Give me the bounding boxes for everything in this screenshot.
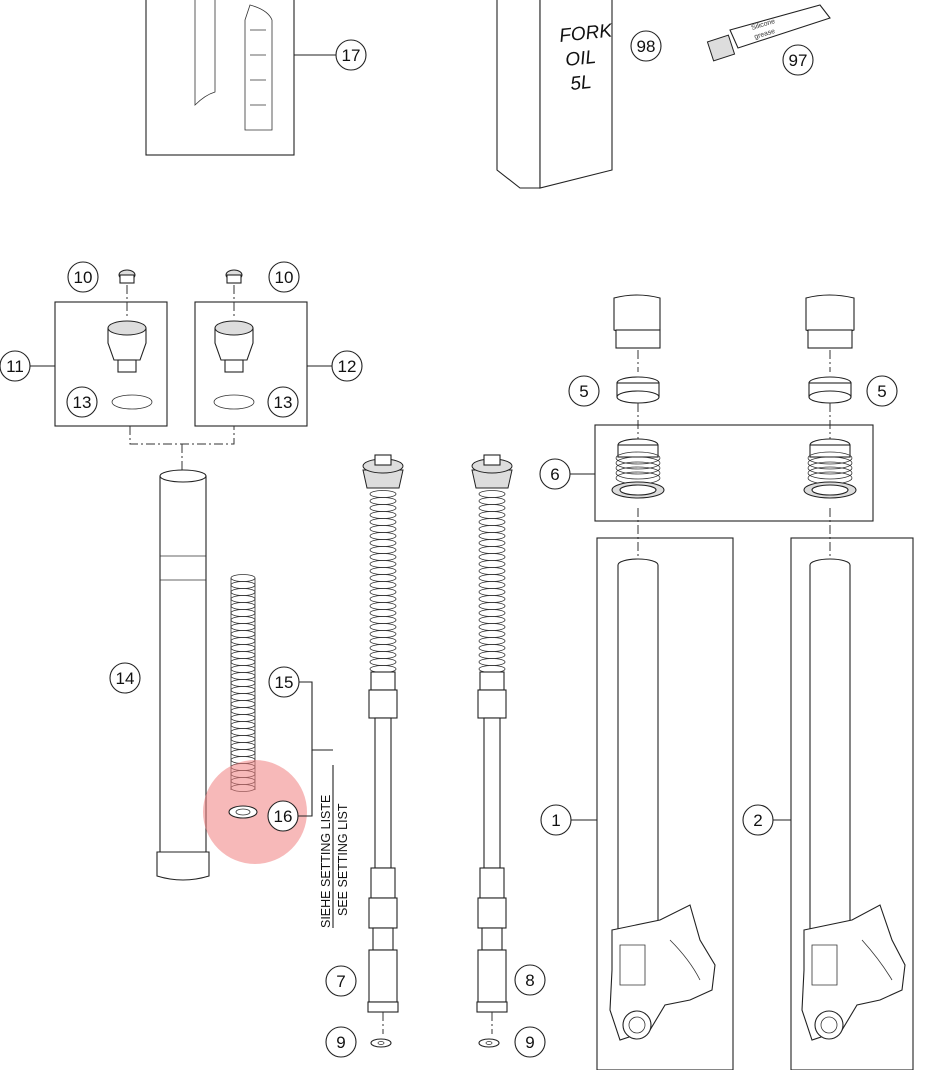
callout-17: 17: [335, 39, 367, 71]
svg-text:15: 15: [275, 673, 294, 692]
svg-text:12: 12: [338, 357, 357, 376]
svg-text:5: 5: [877, 382, 886, 401]
callout-13-right: 13: [267, 386, 299, 418]
callout-5-right: 5: [866, 375, 898, 407]
washer-part-9-left: [370, 1038, 392, 1048]
callout-97: 97: [782, 44, 814, 76]
svg-text:97: 97: [789, 51, 808, 70]
callout-2: 2: [742, 804, 774, 836]
svg-text:OIL: OIL: [564, 47, 597, 71]
svg-text:6: 6: [550, 465, 559, 484]
callout-10-left: 10: [67, 261, 99, 293]
cartridge-part-8: [471, 454, 513, 1034]
svg-text:13: 13: [274, 393, 293, 412]
bushing-part-5-right: [808, 376, 852, 404]
svg-text:9: 9: [336, 1033, 345, 1052]
callout-13-left: 13: [66, 386, 98, 418]
callout-9-left: 9: [325, 1026, 357, 1058]
spring-part-15: [230, 574, 256, 792]
spacer-part-16: [228, 805, 258, 819]
cartridge-part-7: [362, 454, 404, 1034]
svg-text:8: 8: [525, 971, 534, 990]
svg-text:10: 10: [74, 268, 93, 287]
callout-8: 8: [514, 964, 546, 996]
callout-9-right: 9: [514, 1026, 546, 1058]
decal-sheet-part-17: [145, 0, 336, 156]
svg-text:17: 17: [342, 46, 361, 65]
callout-7: 7: [325, 965, 357, 997]
svg-text:5L: 5L: [569, 72, 592, 95]
svg-text:98: 98: [637, 37, 656, 56]
washer-part-9-right: [478, 1038, 500, 1048]
svg-text:14: 14: [116, 669, 135, 688]
callout-15: 15: [268, 666, 300, 698]
svg-text:9: 9: [525, 1033, 534, 1052]
svg-text:13: 13: [73, 393, 92, 412]
svg-text:2: 2: [753, 811, 762, 830]
fork-leg-part-1: [596, 537, 734, 1070]
fork-leg-part-2: [790, 537, 914, 1070]
triple-clamp-tubes-top: [613, 294, 855, 349]
cap-assembly-left: [30, 269, 168, 427]
callout-11: 11: [0, 350, 31, 382]
callout-14: 14: [109, 662, 141, 694]
svg-text:5: 5: [579, 382, 588, 401]
callout-16: 16: [267, 800, 299, 832]
svg-text:7: 7: [336, 972, 345, 991]
callout-98: 98: [630, 30, 662, 62]
callout-1: 1: [540, 804, 572, 836]
svg-text:1: 1: [551, 811, 560, 830]
callout-6: 6: [539, 458, 571, 490]
svg-text:SIEHE SETTING LISTE: SIEHE SETTING LISTE: [319, 795, 333, 928]
setting-list-note: SIEHE SETTING LISTE SEE SETTING LIST: [319, 765, 350, 928]
callout-12: 12: [331, 350, 363, 382]
svg-text:16: 16: [274, 807, 293, 826]
svg-text:SEE SETTING LIST: SEE SETTING LIST: [336, 803, 350, 916]
outer-tube-part-14: [156, 469, 210, 881]
svg-text:11: 11: [6, 357, 24, 376]
callout-10-right: 10: [268, 261, 300, 293]
cap-assembly-right: [194, 269, 332, 427]
seal-kit-part-6: [594, 424, 874, 522]
fork-oil-can-part-98: FORK OIL 5L: [496, 0, 614, 189]
bushing-part-5-left: [616, 376, 660, 404]
svg-text:10: 10: [275, 268, 294, 287]
callout-5-left: 5: [568, 375, 600, 407]
